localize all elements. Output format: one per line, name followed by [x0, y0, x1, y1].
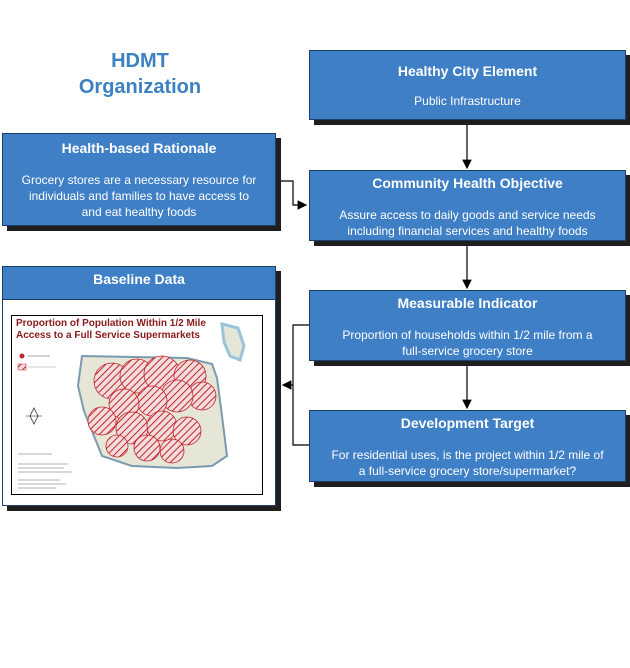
- measurable-indicator-line: Proportion of households within 1/2 mile…: [342, 328, 593, 342]
- measurable-indicator-body: Proportion of households within 1/2 mile…: [310, 327, 625, 359]
- north-arrow-icon: [26, 407, 42, 425]
- baseline-data-heading: Baseline Data: [3, 267, 275, 300]
- measurable-indicator-line: full-service grocery store: [402, 344, 533, 358]
- development-target-heading: Development Target: [400, 415, 535, 431]
- measurable-indicator-box: Measurable Indicator Proportion of house…: [309, 290, 626, 361]
- bracket-indicator-target-to-baseline: [292, 324, 309, 446]
- development-target-line: For residential uses, is the project wit…: [331, 448, 604, 462]
- healthy-city-element-heading: Healthy City Element: [397, 63, 538, 79]
- map-title-line: Proportion of Population Within 1/2 Mile: [16, 318, 206, 329]
- arrow-rationale-to-objective: [281, 180, 308, 210]
- community-objective-box: Community Health Objective Assure access…: [309, 170, 626, 241]
- health-rationale-line: individuals and families to have access …: [28, 189, 250, 203]
- healthy-city-element-body: Public Infrastructure: [414, 94, 521, 108]
- health-rationale-line: Grocery stores are a necessary resource …: [21, 173, 257, 187]
- healthy-city-element-box: Healthy City Element Public Infrastructu…: [309, 50, 626, 120]
- development-target-body: For residential uses, is the project wit…: [310, 447, 625, 479]
- community-objective-body: Assure access to daily goods and service…: [310, 207, 625, 239]
- community-objective-line: Assure access to daily goods and service…: [339, 208, 596, 222]
- title-line-1: HDMT: [111, 50, 169, 72]
- island: [220, 322, 246, 363]
- community-objective-line: including financial services and healthy…: [347, 224, 588, 238]
- development-target-box: Development Target For residential uses,…: [309, 410, 626, 482]
- health-rationale-body: Grocery stores are a necessary resource …: [3, 172, 275, 220]
- supermarket-access-map: Proportion of Population Within 1/2 Mile…: [11, 315, 263, 495]
- map-graphic: [17, 322, 246, 489]
- health-rationale-heading: Health-based Rationale: [61, 140, 217, 156]
- title-line-2: Organization: [78, 76, 202, 98]
- health-rationale-line: and eat healthy foods: [81, 205, 197, 219]
- map-notes: [18, 453, 72, 489]
- map-title: Proportion of Population Within 1/2 Mile…: [16, 318, 256, 342]
- development-target-line: a full-service grocery store/supermarket…: [358, 464, 577, 478]
- baseline-data-box: Baseline Data Proportion of Population W…: [2, 266, 276, 506]
- coverage-area: [87, 355, 217, 464]
- measurable-indicator-heading: Measurable Indicator: [397, 295, 538, 311]
- map-title-line: Access to a Full Service Supermarkets: [16, 330, 200, 341]
- diagram-title: HDMT Organization: [60, 48, 220, 100]
- community-objective-heading: Community Health Objective: [372, 175, 563, 191]
- health-rationale-box: Health-based Rationale Grocery stores ar…: [2, 133, 276, 226]
- map-legend: [17, 353, 56, 371]
